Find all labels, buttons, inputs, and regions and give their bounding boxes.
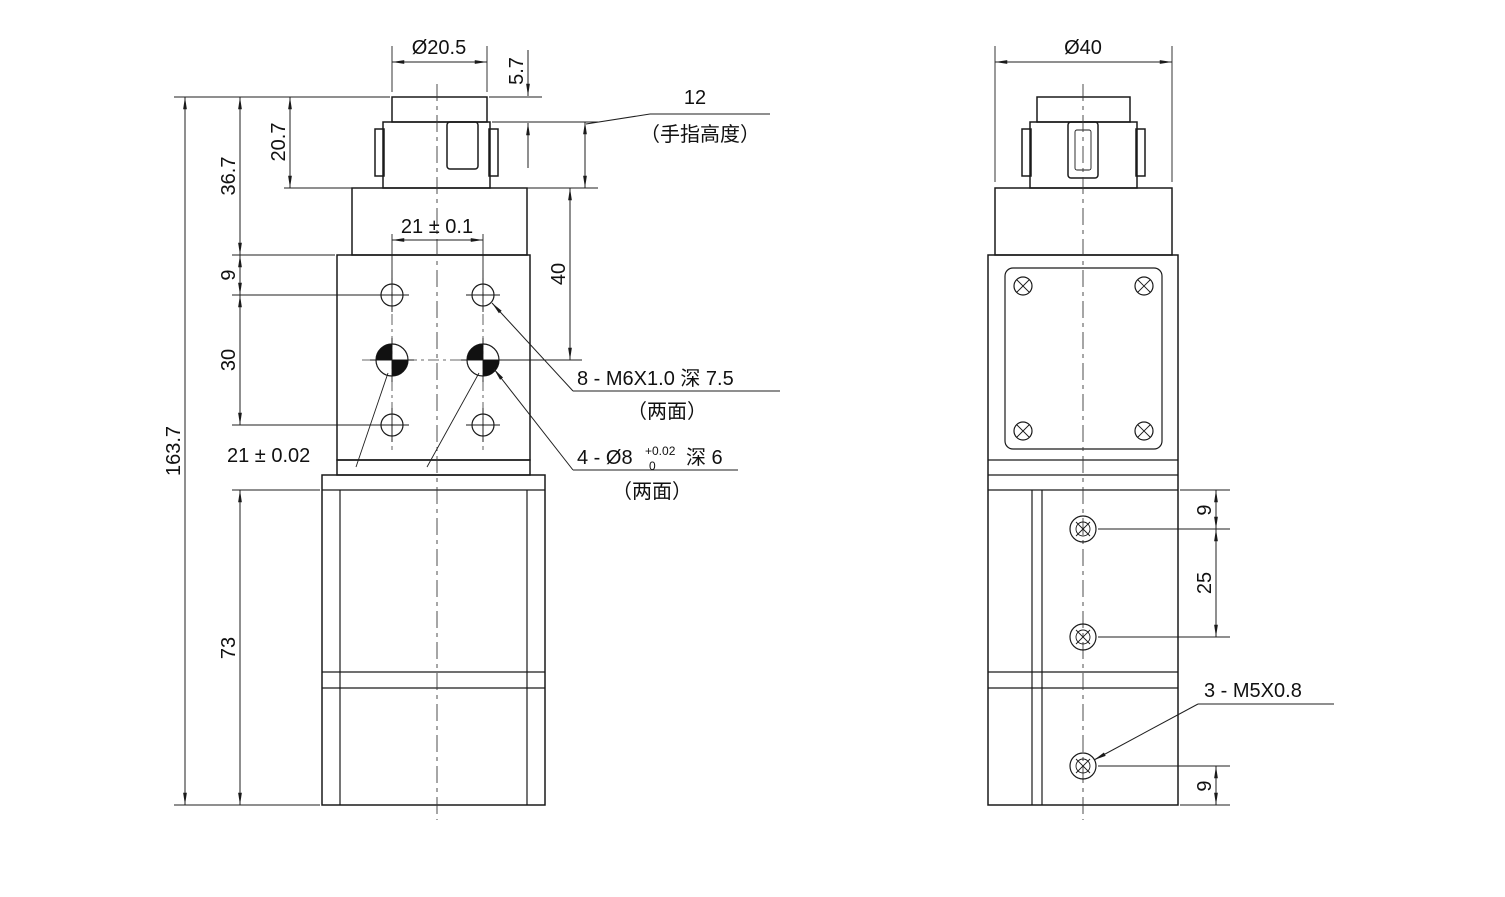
side-dimension-lines [995,60,1218,805]
dim-hole-row-spacing-label: 30 [218,349,240,371]
front-view-outline [321,96,546,806]
m5-port [1069,623,1097,651]
dowel-note-suffix-label: 深 6 [686,446,723,469]
side-view-outline [987,96,1179,806]
port-note-label: 3 - M5X0.8 [1204,680,1302,702]
dim-body-height-label: 73 [218,637,240,659]
thread-note-sides-label: （两面） [627,400,707,423]
plate-screw [1013,276,1033,296]
m6-thread-hole [466,278,500,312]
plate-screw [1134,421,1154,441]
dim-top-diameter-label: Ø20.5 [412,37,466,59]
m6-thread-hole [375,408,409,442]
dowel-note-tol-upper-label: +0.02 [645,444,676,458]
front-extension-lines [174,46,598,806]
m6-thread-hole [466,408,500,442]
plate-screw [1134,276,1154,296]
m5-port [1069,515,1097,543]
dim-head-height-label: 20.7 [268,123,290,162]
thread-note-label: 8 - M6X1.0 深 7.5 [577,367,734,390]
dowel-hole-datum-left [370,338,414,382]
front-view: Ø20.5 5.7 12 （手指高度） 20.7 36.7 9 30 163.7… [163,37,780,820]
dim-port-spacing-label: 25 [1194,572,1216,594]
dowel-note-prefix-label: 4 - Ø8 [577,447,633,469]
dim-hole-offset-label: 9 [218,269,240,280]
dowel-note-tol-lower-label: 0 [649,459,656,473]
dim-cap-height-label: 5.7 [506,57,528,85]
front-leader-lines [491,113,780,471]
dowel-note-sides-label: （两面） [612,480,692,503]
dim-hole-col-spacing-label: 21 ± 0.1 [401,216,473,238]
dim-mount-height-label: 40 [548,263,570,285]
m6-thread-hole [375,278,409,312]
dim-side-diameter-label: Ø40 [1064,37,1102,59]
dim-overall-height-label: 163.7 [163,426,185,476]
front-dimension-lines [183,50,587,805]
m5-port [1069,752,1097,780]
side-extension-lines [994,46,1230,806]
side-view: Ø40 9 25 9 3 - M5X0.8 [987,37,1334,820]
finger-height-caption: （手指高度） [640,123,760,146]
side-leader-lines [1093,703,1334,761]
dowel-hole-datum-right [461,338,505,382]
dim-finger-height-label: 12 [684,87,706,109]
dim-upper-height-label: 36.7 [218,157,240,196]
dim-port-bottom-offset-label: 9 [1194,780,1216,791]
dim-port-top-offset-label: 9 [1194,504,1216,515]
dim-dowel-spacing-label: 21 ± 0.02 [227,445,310,467]
plate-screw [1013,421,1033,441]
